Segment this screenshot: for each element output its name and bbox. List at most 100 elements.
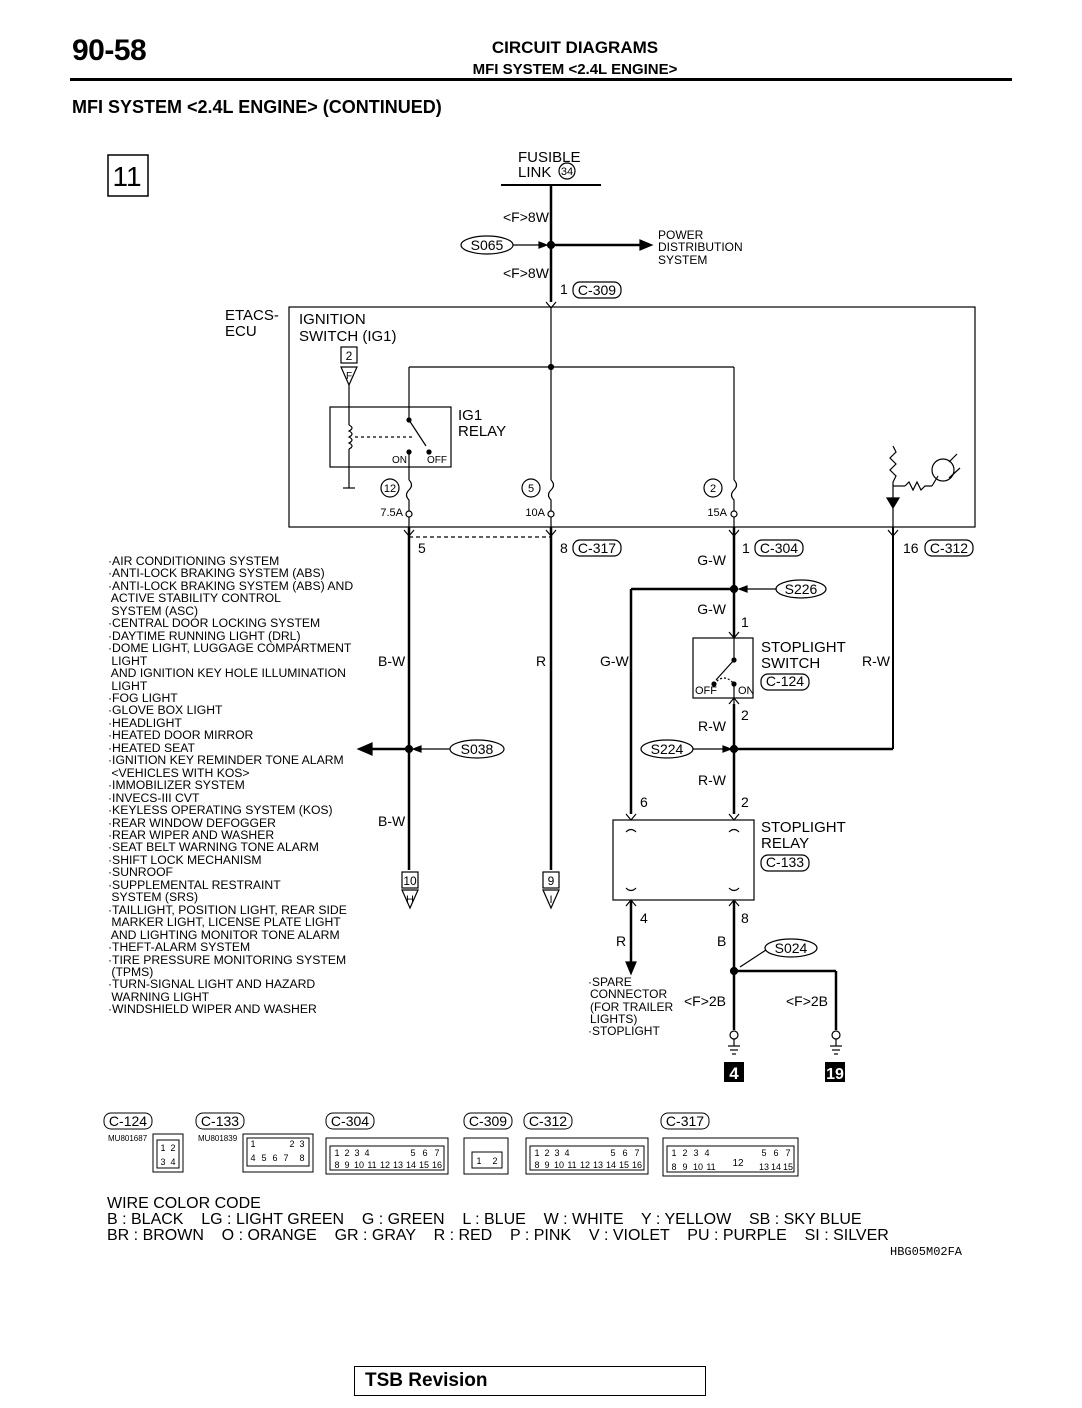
cv-c133-face [246, 1137, 310, 1167]
relay-pin-4: 4 [640, 910, 648, 926]
cv-c124-frame [103, 1112, 153, 1130]
ecu-diode [885, 497, 901, 510]
ground-4-terminal [729, 1030, 739, 1040]
cv-c124-face [156, 1139, 180, 1169]
wire-r-1: R [536, 653, 546, 669]
cv-c312-face [529, 1145, 645, 1171]
cv-c124-pin: 3 [160, 1157, 165, 1167]
cv-c317-pin: 12 [732, 1158, 744, 1169]
power-distribution-3: SYSTEM [658, 253, 707, 267]
cv-c312-pin: 4 [564, 1148, 569, 1158]
fuse-5-number: 5 [528, 483, 534, 495]
sw-pivot [731, 657, 737, 663]
fuse-12-rating: 7.5A [380, 507, 403, 519]
stoplight-switch-label-1: STOPLIGHT [761, 639, 846, 656]
ground-4-label: 4 [729, 1064, 739, 1083]
cv-c312-pins: 1 2 3 4 5 6 7 8 9 10 11 12 13 14 15 16 [534, 1148, 642, 1170]
fuse-5-terminal [547, 510, 555, 518]
cv-c304-pin: 5 [410, 1148, 415, 1158]
stoplight-switch-box [692, 637, 754, 699]
cv-c312-pin: 5 [610, 1148, 615, 1158]
ignition-switch-label-1: IGNITION [299, 311, 366, 328]
ecu-transistor-emitter [948, 467, 961, 479]
fuse-5 [547, 479, 555, 513]
c317-pin-8: 8 [560, 540, 568, 556]
ecu-transistor [931, 458, 955, 482]
cv-c124-pin: 4 [170, 1157, 175, 1167]
sw-travel [713, 677, 735, 685]
wire-gw-1: G-W [697, 552, 727, 568]
wire-gw-3: G-W [600, 653, 630, 669]
sw-pin-2: 2 [741, 707, 749, 723]
cv-c317-face [666, 1145, 795, 1173]
ref-h: H [406, 894, 414, 906]
cv-c124-pin: 2 [170, 1143, 175, 1153]
wire-bw-1: B-W [378, 653, 406, 669]
relay-pin2-mark [728, 813, 740, 821]
splice-s226: S226 [785, 581, 818, 597]
cv-c312-pin: 13 [593, 1160, 603, 1170]
spare-connector-1: ·SPARE [588, 975, 632, 989]
cv-c317-frame [660, 1112, 710, 1130]
wire-r-2: R [616, 933, 626, 949]
cv-c312-pin: 12 [580, 1160, 590, 1170]
s024-junction [729, 966, 739, 976]
cv-c309-pin: 2 [492, 1156, 497, 1166]
cv-c317-pin: 9 [682, 1162, 687, 1172]
ref-10: 10 [403, 874, 417, 888]
cv-c133-pin: 1 [250, 1139, 255, 1149]
s065-arrowhead [538, 241, 549, 249]
cv-c317-pin: 7 [785, 1148, 790, 1158]
c124-label: C-124 [766, 673, 804, 689]
section-title: MFI SYSTEM <2.4L ENGINE> (CONTINUED) [72, 97, 442, 117]
cv-c304-pin: 9 [344, 1160, 349, 1170]
ecu-pullup-resistor [889, 445, 897, 483]
cv-c309-pin: 1 [476, 1156, 481, 1166]
sw-contact [715, 659, 735, 681]
header-subtitle: MFI SYSTEM <2.4L ENGINE> [472, 61, 678, 78]
cv-c312-pin: 14 [606, 1160, 616, 1170]
fuse-12-circle [380, 478, 400, 498]
cv-c317-pin: 6 [773, 1148, 778, 1158]
c304-label-frame [754, 539, 804, 557]
sw-off-label: OFF [695, 685, 717, 697]
ig1-relay-coil [347, 424, 353, 450]
ref-i: I [549, 894, 552, 906]
s038-arrowhead [411, 745, 422, 753]
splice-s024: S024 [775, 940, 808, 956]
wire-b: B [717, 933, 726, 949]
c304-pin-1: 1 [742, 540, 750, 556]
fusible-link-label-1: FUSIBLE [518, 149, 581, 166]
relay-pin2-socket [728, 828, 740, 833]
fusible-link-number-circle [558, 162, 576, 180]
fuse-12 [405, 479, 413, 513]
power-distribution-2: DISTRIBUTION [658, 240, 743, 254]
tsb-revision-box: TSB Revision [354, 1366, 706, 1396]
s226-junction [729, 584, 739, 594]
cv-c312-pin: 3 [554, 1148, 559, 1158]
wire-color-code-row-2: BR : BROWN O : ORANGE GR : GRAY R : RED … [107, 1227, 889, 1244]
c312-label-frame [924, 539, 974, 557]
c317-pin5-mark [403, 529, 415, 537]
fuse-5-rating: 10A [525, 507, 545, 519]
cv-c317-pin: 8 [671, 1162, 676, 1172]
ref-f: F [346, 371, 352, 382]
ref-arrow-h [401, 889, 419, 910]
wire-rw-1: R-W [862, 653, 891, 669]
s226-arrowhead [737, 585, 748, 593]
ig1-relay-label-1: IG1 [458, 407, 482, 424]
cv-c304-body [325, 1137, 449, 1175]
cv-c309-frame [463, 1112, 513, 1130]
wire-rw-3: R-W [698, 772, 727, 788]
s024-leader [739, 949, 767, 968]
cv-c124-body [152, 1133, 184, 1173]
fuse-2-circle [703, 478, 723, 498]
cv-c312-pin: 9 [544, 1160, 549, 1170]
sheet-number-box [107, 154, 149, 197]
c309-label-frame [572, 281, 622, 299]
connector-pin-labels: 1 2 3 4 1 2 3 4 5 6 7 8 1 2 [160, 1139, 497, 1167]
cv-c304-pin: 7 [434, 1148, 439, 1158]
relay-pin-8: 8 [741, 910, 749, 926]
sheet-number: 11 [112, 161, 141, 192]
cv-c304-pin: 3 [354, 1148, 359, 1158]
